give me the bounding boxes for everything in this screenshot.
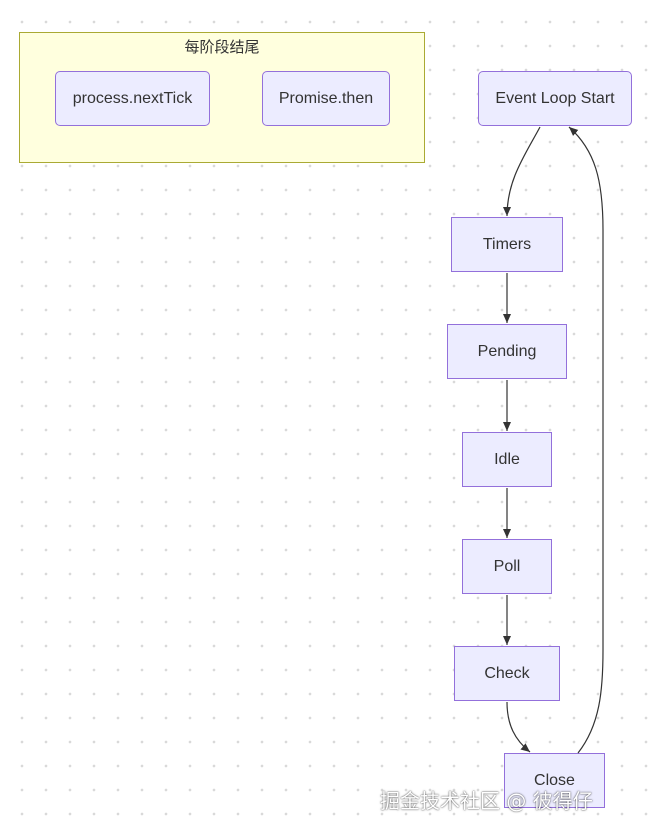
watermark: 掘金技术社区 @ 彼得仔 [380, 789, 593, 813]
node-close: Close [504, 753, 605, 808]
node-timers: Timers [451, 217, 563, 272]
node-process-nexttick: process.nextTick [55, 71, 210, 126]
edge-close-to-start [568, 126, 604, 754]
node-pending: Pending [447, 324, 567, 379]
node-poll: Poll [462, 539, 552, 594]
subgraph-title: 每阶段结尾 [184, 38, 260, 56]
node-event-loop-start: Event Loop Start [478, 71, 632, 126]
node-check: Check [454, 646, 560, 701]
edge-check-to-close [506, 701, 531, 753]
node-idle: Idle [462, 432, 552, 487]
node-promise-then: Promise.then [262, 71, 390, 126]
edge-start-to-timers [503, 126, 541, 217]
